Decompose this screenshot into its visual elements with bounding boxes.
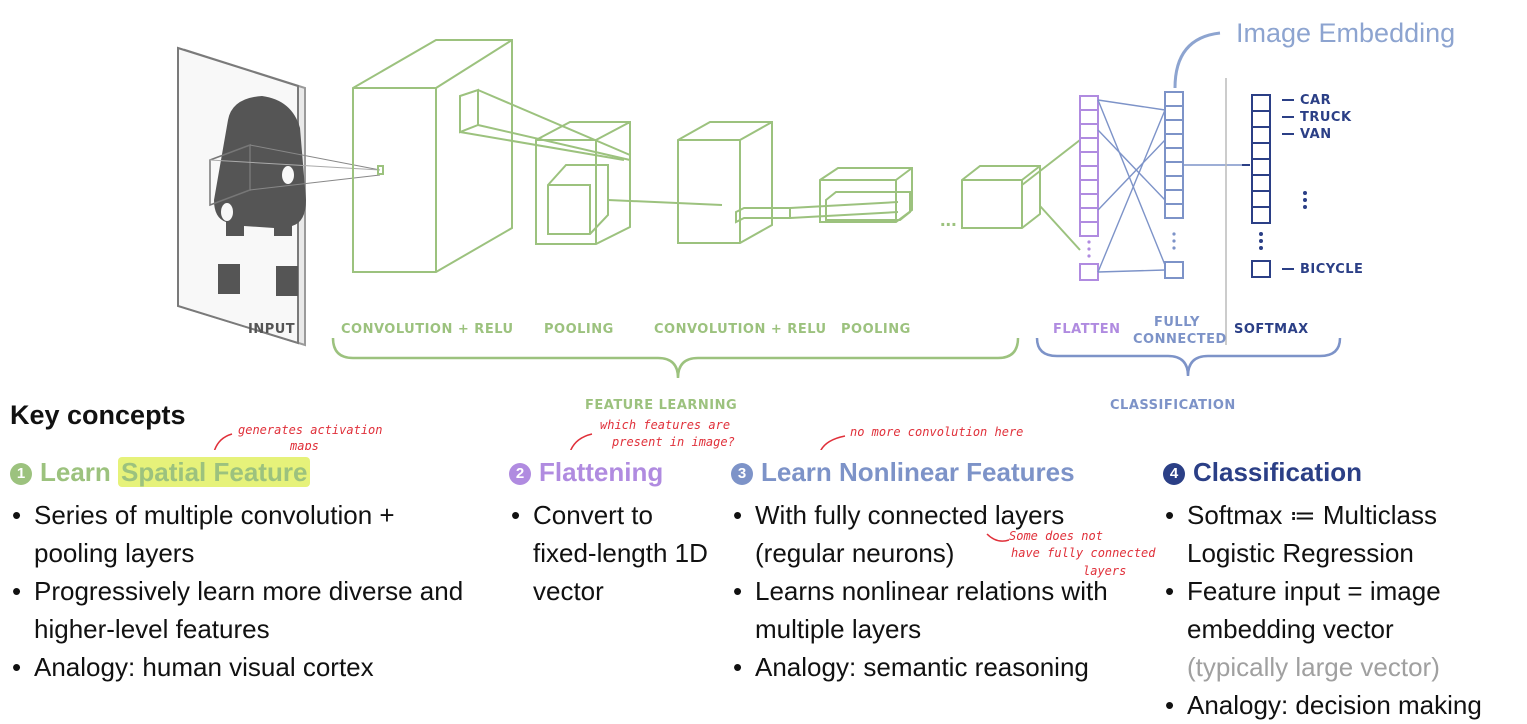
concept-3-bullet-2: Learns nonlinear relations with multiple…	[731, 572, 1136, 648]
pool2-box	[819, 167, 913, 223]
output-class-last: BICYCLE	[1300, 262, 1363, 277]
concept-column-3: 3 Learn Nonlinear Features With fully con…	[731, 450, 1136, 686]
concept-4-bullet-2-text: Feature input = image embedding vector	[1187, 576, 1441, 644]
concept-1-bullet-2: Progressively learn more diverse and hig…	[10, 572, 470, 648]
fully-connected-vector	[1164, 91, 1184, 279]
concept-2-heading: 2 Flattening	[509, 450, 709, 494]
label-softmax: SOFTMAX	[1234, 322, 1309, 337]
concept-4-bullet-3: Analogy: decision making	[1163, 686, 1525, 724]
label-fc-line2: CONNECTED	[1133, 332, 1227, 347]
note-features-1: which features are	[600, 418, 730, 432]
output-class-0: CAR	[1300, 93, 1331, 108]
label-input: INPUT	[248, 322, 295, 337]
concept-2-number: 2	[509, 463, 531, 485]
classification-brace	[1035, 337, 1342, 377]
image-embedding-label: Image Embedding	[1236, 18, 1455, 48]
concept-1-bullet-3: Analogy: human visual cortex	[10, 648, 470, 686]
concept-4-heading: 4 Classification	[1163, 450, 1525, 494]
concept-4-bullet-2: Feature input = image embedding vector (t…	[1163, 572, 1525, 686]
flatten-vector	[1079, 95, 1099, 281]
conv2-box	[677, 121, 773, 244]
output-class-2: VAN	[1300, 127, 1332, 142]
label-conv1: CONVOLUTION + RELU	[341, 322, 514, 337]
note-activation-2: maps	[289, 439, 319, 450]
key-concepts-title: Key concepts	[10, 400, 186, 430]
concept-4-title: Classification	[1193, 457, 1363, 487]
cnn-architecture-diagram: ... Image Embedding	[177, 18, 1455, 450]
concept-2-bullet-1: Convert to fixed-length 1D vector	[509, 496, 709, 610]
label-flatten: FLATTEN	[1053, 322, 1121, 337]
label-pool1: POOLING	[544, 322, 614, 337]
concept-1-number: 1	[10, 463, 32, 485]
concept-3-bullet-3: Analogy: semantic reasoning	[731, 648, 1136, 686]
image-embedding-pointer	[1173, 31, 1221, 89]
output-class-1: TRUCK	[1300, 110, 1352, 125]
layers-ellipsis: ...	[940, 209, 957, 231]
input-image	[177, 46, 381, 347]
concept-3-heading: 3 Learn Nonlinear Features	[731, 450, 1136, 494]
last-feature-box	[961, 165, 1041, 229]
note-features-2: present in image?	[611, 435, 735, 449]
note-activation-1: generates activation	[238, 423, 383, 437]
concept-4-bullet-1: Softmax ≔ Multiclass Logistic Regression	[1163, 496, 1525, 572]
feature-learning-layers	[352, 39, 1081, 273]
concept-1-title-pre: Learn	[40, 457, 119, 487]
group-classification: CLASSIFICATION	[1110, 398, 1236, 413]
concept-4-number: 4	[1163, 463, 1185, 485]
car-icon	[214, 96, 306, 296]
group-feature-learning: FEATURE LEARNING	[585, 398, 737, 413]
concept-1-bullet-1: Series of multiple convolution + pooling…	[10, 496, 470, 572]
concept-2-title: Flattening	[539, 457, 664, 487]
concept-1-title-highlight: Spatial Feature	[118, 457, 311, 487]
label-fc-line1: FULLY	[1154, 315, 1200, 330]
concept-column-2: 2 Flattening Convert to fixed-length 1D v…	[509, 450, 709, 610]
note-no-conv: no more convolution here	[850, 425, 1023, 439]
concept-column-1: 1 Learn Spatial Feature Series of multipl…	[10, 450, 470, 686]
conv1-box	[352, 39, 513, 273]
concept-1-heading: 1 Learn Spatial Feature	[10, 450, 470, 494]
feature-learning-brace	[331, 337, 1020, 379]
concept-3-bullet-1: With fully connected layers (regular neu…	[731, 496, 1136, 572]
label-pool2: POOLING	[841, 322, 911, 337]
concept-4-bullet-2-extra: (typically large vector)	[1187, 652, 1440, 682]
label-conv2: CONVOLUTION + RELU	[654, 322, 827, 337]
concept-column-4: 4 Classification Softmax ≔ Multiclass Log…	[1163, 450, 1525, 724]
softmax-vector	[1251, 94, 1271, 278]
concept-3-number: 3	[731, 463, 753, 485]
concept-3-title: Learn Nonlinear Features	[761, 457, 1075, 487]
